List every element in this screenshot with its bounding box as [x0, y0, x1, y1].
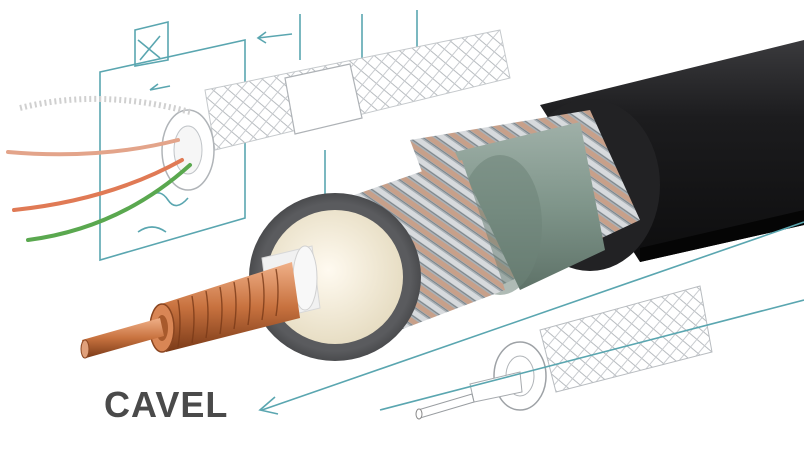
annotation-arrows — [258, 221, 804, 415]
sketch-cable-bottom — [415, 285, 713, 420]
background-sketch — [99, 10, 418, 262]
copper-conductor — [80, 262, 300, 359]
caption-label: CAVEL — [104, 384, 229, 425]
colored-wires — [6, 138, 192, 242]
